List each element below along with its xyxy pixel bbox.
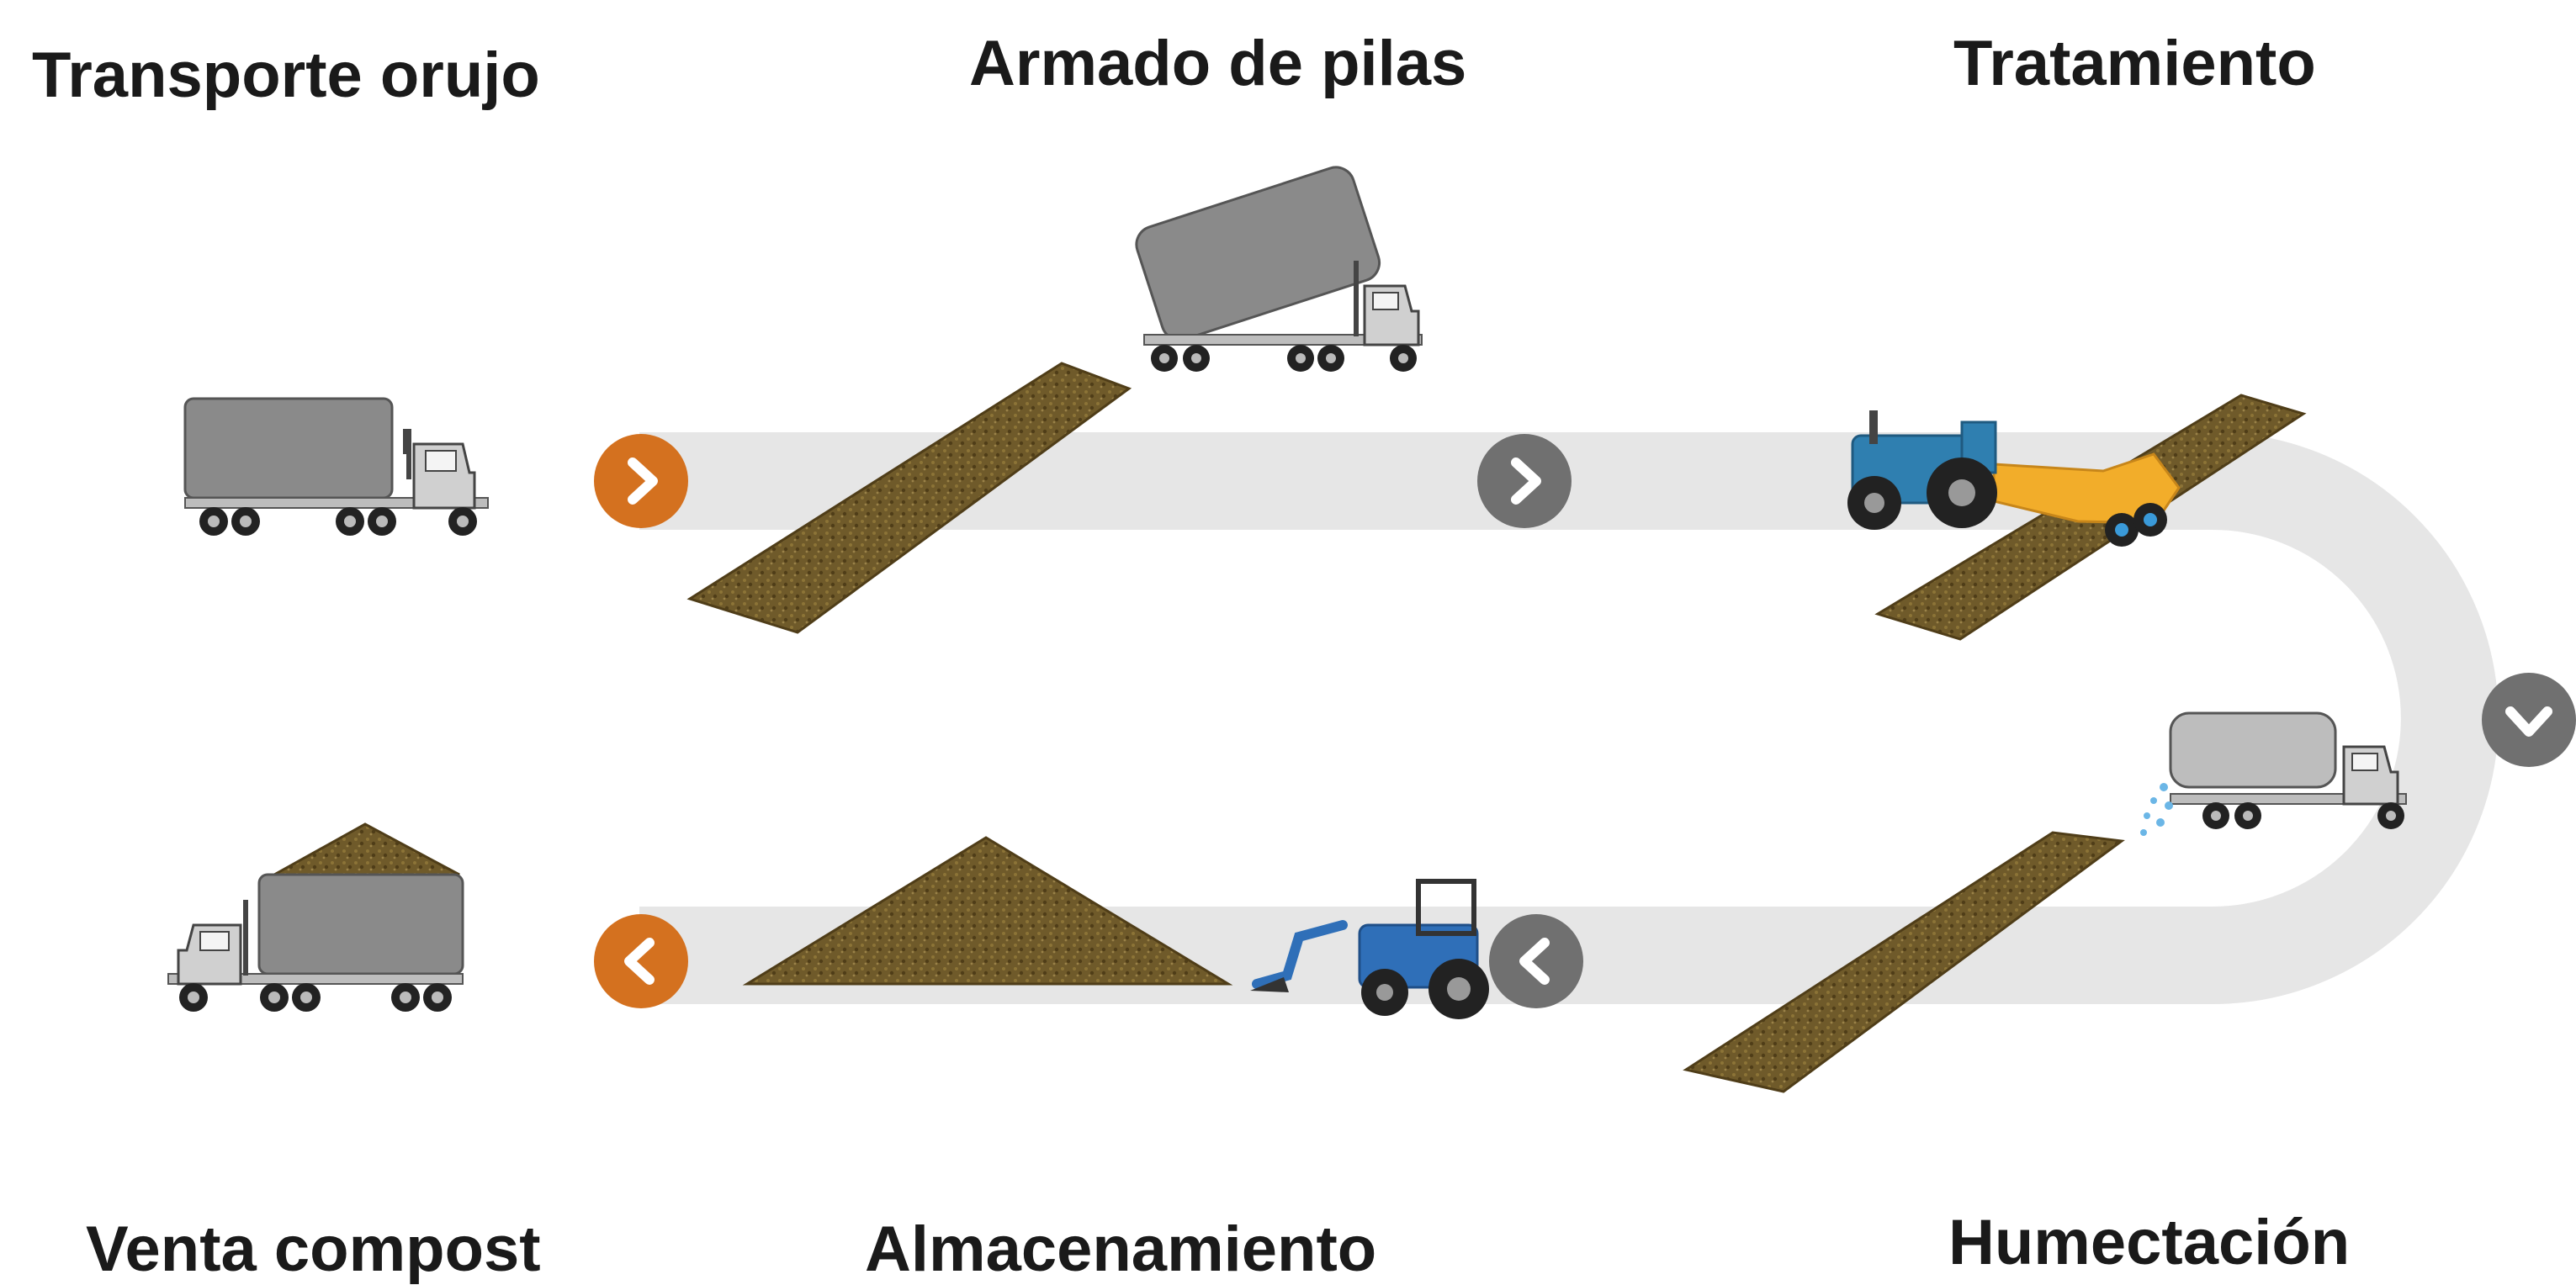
stage-title-almacenamiento: Almacenamiento — [865, 1214, 1377, 1285]
stage-title-armado: Armado de pilas — [969, 28, 1467, 99]
arrow-middle-bottom — [1489, 914, 1583, 1008]
arrow-end — [594, 914, 688, 1008]
stage-title-tratamiento: Tratamiento — [1953, 28, 2316, 99]
dump-truck-icon — [1135, 166, 1423, 372]
tractor-icon — [1847, 410, 1997, 530]
arrow-turn — [2482, 673, 2576, 767]
arrow-middle-top — [1477, 434, 1572, 528]
arrow-start — [594, 434, 688, 528]
compost-pile-humectacion-icon — [1683, 831, 2125, 1093]
loader-tractor-icon — [1250, 879, 1489, 1019]
stage-title-humectacion: Humectación — [1948, 1207, 2351, 1278]
water-spray-icon — [2140, 783, 2173, 836]
compost-mound-almacenamiento-icon — [742, 836, 1233, 986]
transport-truck-icon — [183, 397, 489, 536]
sale-truck-icon — [167, 873, 464, 1012]
compost-load-icon — [269, 822, 460, 876]
stage-title-transporte: Transporte orujo — [32, 40, 540, 111]
spreader-icon — [1992, 452, 2181, 547]
water-truck-icon — [2169, 711, 2407, 829]
process-track — [639, 432, 2499, 1004]
compost-pile-armado-icon — [686, 362, 1132, 634]
stage-title-venta: Venta compost — [86, 1214, 541, 1285]
